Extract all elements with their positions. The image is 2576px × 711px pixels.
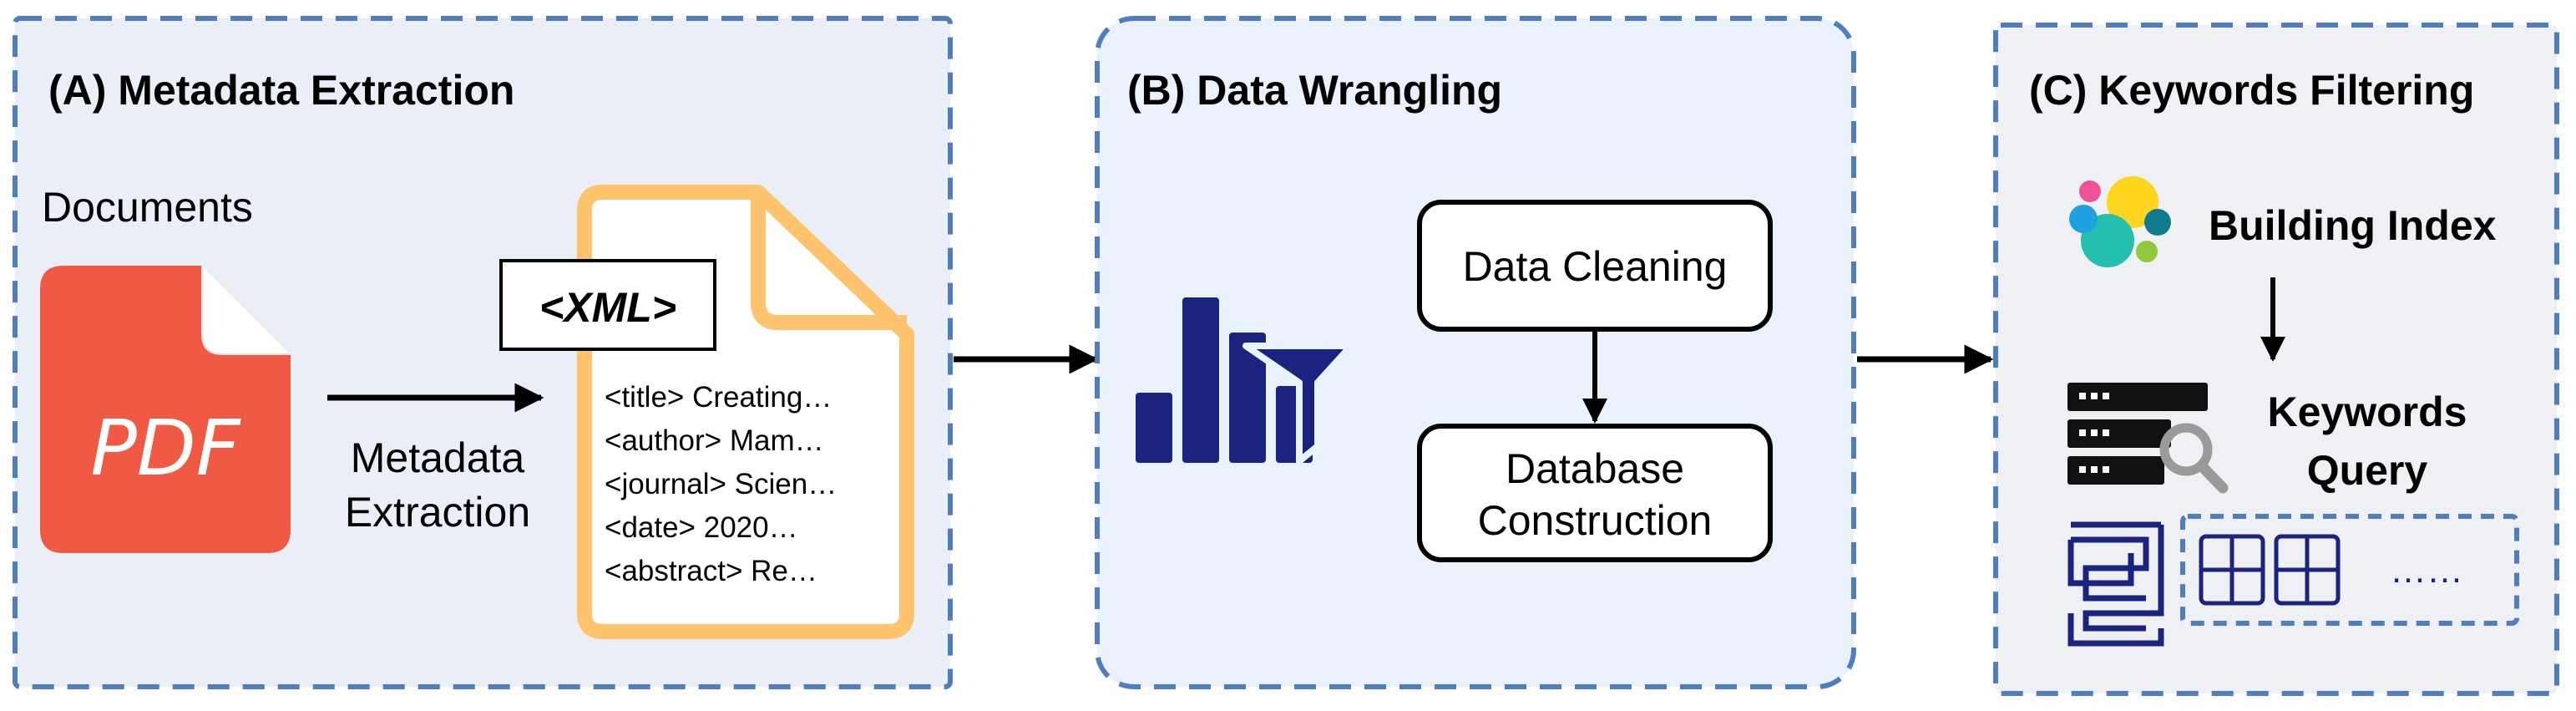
panel-b-title: (B) Data Wrangling	[1127, 67, 1502, 114]
xml-line-abstract: <abstract> Re…	[605, 555, 817, 587]
panel-data-wrangling: (B) Data Wrangling Data Cleaning Databas…	[1095, 16, 1856, 689]
panel-keywords-filtering: (C) Keywords Filtering Building Index	[1993, 23, 2559, 696]
index-table-icon-1	[2199, 534, 2265, 606]
keywords-query-label-line2: Query	[2307, 447, 2428, 494]
database-construction-box: Database Construction	[1417, 424, 1773, 562]
inverted-index-icon	[2067, 521, 2164, 647]
building-index-label: Building Index	[2209, 202, 2497, 249]
extraction-label-line1: Metadata	[351, 434, 525, 481]
panel-c-title: (C) Keywords Filtering	[2029, 67, 2474, 114]
pdf-label: PDF	[90, 404, 240, 493]
panel-a-title: (A) Metadata Extraction	[48, 67, 514, 114]
xml-tag-box: <XML>	[499, 259, 716, 351]
xml-line-date: <date> 2020…	[605, 511, 798, 544]
index-table-icon-2	[2274, 534, 2341, 606]
index-table-group	[2180, 514, 2519, 626]
xml-line-author: <author> Mam…	[605, 424, 824, 457]
keywords-query-label-line1: Keywords	[2268, 389, 2467, 435]
xml-line-journal: <journal> Scien…	[605, 468, 837, 500]
data-cleaning-label: Data Cleaning	[1463, 243, 1728, 290]
database-search-icon	[2067, 383, 2229, 494]
database-label-line2: Construction	[1478, 497, 1713, 544]
xml-tag-label: <XML>	[539, 284, 676, 331]
extraction-label-line2: Extraction	[345, 489, 530, 536]
xml-line-title: <title> Creating…	[605, 381, 832, 414]
panel-metadata-extraction: (A) Metadata Extraction Documents PDF Me…	[13, 16, 953, 689]
data-cleaning-box: Data Cleaning	[1417, 200, 1773, 332]
bar-chart-filter-icon	[1136, 297, 1354, 465]
more-ellipsis: ……	[2390, 550, 2463, 591]
pdf-document-icon: PDF	[40, 266, 291, 553]
search-engine-logo-icon	[2069, 176, 2171, 267]
documents-label: Documents	[42, 184, 253, 231]
database-label-line1: Database	[1506, 445, 1684, 492]
